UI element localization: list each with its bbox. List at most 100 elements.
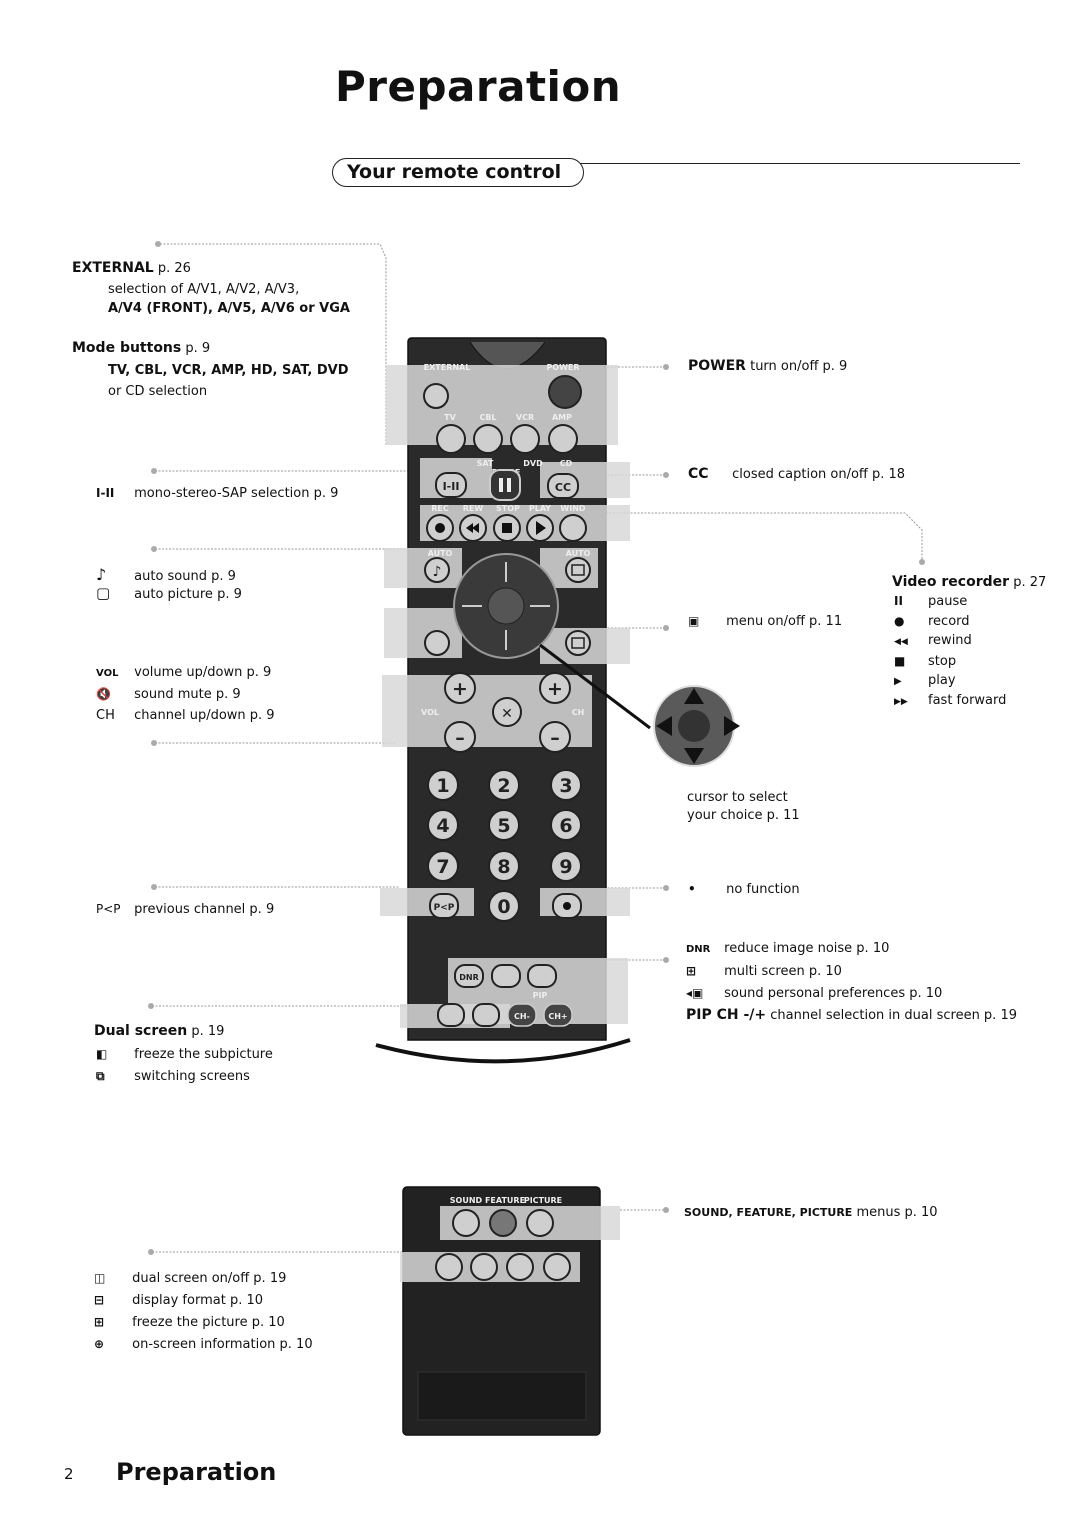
menu-icon: ▣ — [688, 614, 700, 628]
switch-screens-button — [472, 1003, 500, 1027]
power-text: turn on/off p. 9 — [750, 359, 848, 374]
svg-text:1: 1 — [436, 775, 449, 797]
section-rule — [580, 163, 1020, 164]
external-page: p. 26 — [157, 261, 191, 276]
svg-text:–: – — [550, 727, 560, 749]
feature-menu-button — [489, 1209, 517, 1237]
menu-text: menu on/off p. 11 — [726, 614, 843, 629]
rewind-icon: ◀◀ — [894, 637, 908, 647]
display-format-entry: ⊟ display format p. 10 — [94, 1290, 263, 1311]
spp-button — [527, 964, 557, 988]
auto-picture-button — [565, 557, 591, 583]
auto-picture-entry: ▢ auto picture p. 9 — [96, 583, 242, 605]
fast-forward-button — [559, 514, 587, 542]
cc-button-label: CC — [555, 481, 571, 494]
svg-text:–: – — [455, 727, 465, 749]
iii-icon: I-II — [96, 486, 115, 500]
freeze-picture-button — [506, 1253, 534, 1281]
dual-onoff-entry: ◫ dual screen on/off p. 19 — [94, 1268, 286, 1289]
record-icon: ● — [894, 614, 905, 628]
digit-5-button — [488, 809, 520, 841]
remote-label-rec: REC — [431, 504, 449, 513]
picture-menu-button — [526, 1209, 554, 1237]
remote-label-vol: VOL — [421, 708, 439, 717]
ch-up-button — [539, 672, 571, 704]
digit-8-button — [488, 850, 520, 882]
svg-text:4: 4 — [436, 815, 449, 837]
vcr-item-record: ●record — [894, 611, 970, 632]
svg-text:5: 5 — [497, 815, 510, 837]
left-menu-button — [424, 630, 450, 656]
remote-label-power: POWER — [546, 363, 579, 372]
video-recorder-head: Video recorder — [892, 574, 1010, 590]
svg-text:8: 8 — [497, 856, 510, 878]
dot-icon: • — [688, 882, 696, 896]
onscreen-info-button — [543, 1253, 571, 1281]
auto-sound-entry: ♪ auto sound p. 9 — [96, 565, 236, 587]
dnr-text: reduce image noise p. 10 — [724, 941, 890, 956]
page-title: Preparation — [335, 62, 622, 111]
remote-label-cd: CD — [560, 459, 573, 468]
auto-sound-text: auto sound p. 9 — [134, 569, 236, 584]
vcr-item-rewind: ◀◀ rewind — [894, 631, 972, 652]
iii-button-label: I-II — [443, 480, 460, 493]
footer-title: Preparation — [116, 1458, 277, 1486]
dual-screen-icon: ◫ — [94, 1271, 106, 1285]
pip-ch-minus-button — [507, 1003, 537, 1027]
pp-button-label: P<P — [434, 903, 455, 913]
remote-label-external: EXTERNAL — [424, 363, 471, 372]
pipch-head: PIP CH -/+ — [686, 1007, 767, 1023]
remote-label-auto-sound: AUTO — [428, 549, 453, 558]
vcr-button — [510, 424, 540, 454]
remote-label-auto-picture: AUTO — [566, 549, 591, 558]
freeze-picture-text: freeze the picture p. 10 — [132, 1315, 285, 1330]
music-note-icon: ♪ — [96, 565, 107, 584]
video-recorder-entry: Video recorder p. 27 — [892, 572, 1046, 593]
power-entry: POWER turn on/off p. 9 — [688, 356, 847, 377]
mode-entry: Mode buttons p. 9 — [72, 338, 210, 359]
svg-text:6: 6 — [559, 815, 572, 837]
mute-button — [492, 697, 522, 727]
remote-label-tv: TV — [444, 413, 456, 422]
freeze-picture-icon: ⊞ — [94, 1315, 105, 1329]
mute-text: sound mute p. 9 — [134, 687, 241, 702]
vcr-item-label: rewind — [928, 633, 972, 648]
vcr-item-label: stop — [928, 654, 957, 669]
play-icon: ▶ — [894, 676, 902, 687]
power-button — [548, 375, 582, 409]
power-head: POWER — [688, 358, 746, 374]
remote-label-sound: SOUND — [450, 1196, 483, 1205]
cbl-button — [473, 424, 503, 454]
digit-7-button — [427, 850, 459, 882]
vol-down-button — [444, 721, 476, 753]
pp-text: previous channel p. 9 — [134, 902, 275, 917]
dual-head: Dual screen — [94, 1023, 188, 1039]
remote-label-pip: PIP — [533, 991, 548, 1000]
pp-entry: P<P previous channel p. 9 — [96, 899, 274, 920]
sound-menu-button — [452, 1209, 480, 1237]
digit-6-button — [550, 809, 582, 841]
svg-text:+: + — [452, 678, 468, 700]
remote-label-stop: STOP — [496, 504, 520, 513]
digit-3-button — [550, 769, 582, 801]
ch-text: channel up/down p. 9 — [134, 708, 275, 723]
ch-entry: CH channel up/down p. 9 — [96, 706, 275, 726]
dual-entry: Dual screen p. 19 — [94, 1021, 224, 1042]
vol-up-button — [444, 672, 476, 704]
pip-ch-plus-button — [543, 1003, 573, 1027]
picture-frame-icon: ▢ — [96, 584, 111, 602]
svg-text:♪: ♪ — [433, 564, 442, 580]
remote-label-feature: FEATURE — [485, 1196, 525, 1205]
cursor-zoom-link — [539, 643, 651, 730]
cursor-text-2: your choice p. 11 — [687, 808, 800, 823]
dual-page: p. 19 — [191, 1024, 225, 1039]
nofunc-text: no function — [726, 882, 800, 897]
auto-sound-button — [424, 557, 450, 583]
menu-entry: ▣ menu on/off p. 11 — [688, 611, 842, 632]
external-selection-1: selection of A/V1, A/V2, A/V3, — [108, 282, 300, 297]
sfp-entry: SOUND, FEATURE, PICTURE menus p. 10 — [684, 1203, 938, 1223]
fast-forward-icon: ▶▶ — [894, 697, 908, 707]
dnr-icon: DNR — [686, 944, 711, 955]
external-head: EXTERNAL — [72, 260, 154, 276]
digit-1-button — [427, 769, 459, 801]
